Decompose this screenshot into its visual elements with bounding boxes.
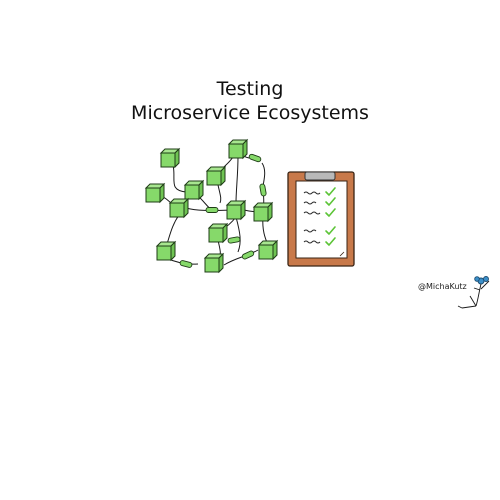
title-line-1: Testing <box>216 78 284 100</box>
title-line-2: Microservice Ecosystems <box>131 102 369 124</box>
checklist-clipboard-icon <box>287 171 355 267</box>
stick-figure-avatar-icon <box>457 276 490 309</box>
author-handle: @MichaKutz <box>418 282 467 291</box>
microservice-network-icon <box>145 139 278 273</box>
